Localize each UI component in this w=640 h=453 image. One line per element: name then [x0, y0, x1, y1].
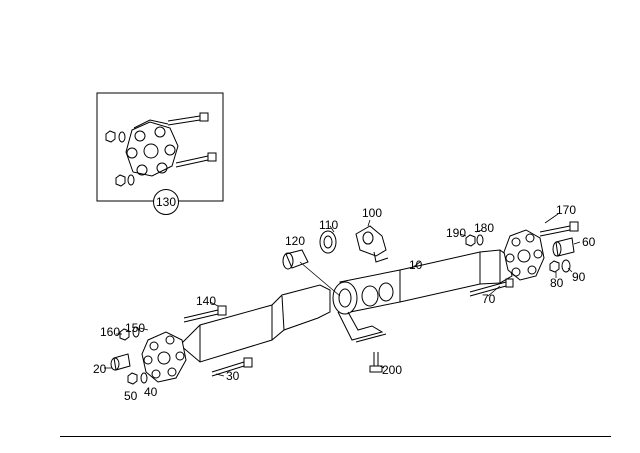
support-100	[355, 225, 389, 263]
nut-160	[119, 328, 130, 341]
callout-100: 100	[362, 206, 383, 220]
callout-90: 90	[572, 270, 586, 284]
callout-130: 130	[153, 189, 179, 215]
inset-bolts	[167, 112, 217, 168]
bolt-170	[539, 221, 579, 237]
callout-110: 110	[319, 218, 339, 232]
callout-10: 10	[409, 258, 423, 272]
inset-nuts	[105, 130, 135, 187]
callout-80: 80	[550, 276, 564, 290]
callout-150: 150	[125, 321, 146, 335]
bolt-70	[469, 278, 514, 297]
front-flex-disc	[141, 331, 187, 383]
callout-140: 140	[196, 294, 217, 308]
sleeve-60	[552, 237, 575, 257]
washer-40	[140, 372, 148, 384]
nut-80	[549, 260, 560, 273]
callout-170: 170	[556, 203, 577, 217]
inset-flex-disc-detail	[96, 92, 224, 202]
leader-lines	[104, 213, 581, 377]
washer-180	[476, 234, 484, 246]
washer-150	[132, 326, 140, 338]
rear-flex-disc	[503, 229, 545, 281]
nut-190	[465, 234, 476, 247]
callout-120: 120	[285, 234, 306, 248]
callout-160: 160	[100, 325, 121, 339]
bolt-140	[183, 305, 227, 323]
washer-90	[561, 259, 571, 273]
callout-50: 50	[124, 389, 138, 403]
callout-20: 20	[93, 362, 107, 376]
bolt-200	[369, 352, 383, 373]
callout-190: 190	[446, 226, 467, 240]
bottom-divider	[60, 436, 611, 437]
callout-180: 180	[474, 221, 495, 235]
callout-70: 70	[482, 292, 496, 306]
sleeve-20	[110, 353, 131, 371]
callout-200: 200	[382, 363, 403, 377]
bearing-110	[319, 230, 337, 254]
callout-30: 30	[226, 369, 240, 383]
bushing-120	[282, 249, 309, 270]
callout-60: 60	[582, 235, 596, 249]
propeller-shaft	[179, 249, 513, 363]
flex-disc-inset	[125, 119, 179, 177]
nut-50	[127, 372, 138, 385]
callout-40: 40	[144, 385, 158, 399]
